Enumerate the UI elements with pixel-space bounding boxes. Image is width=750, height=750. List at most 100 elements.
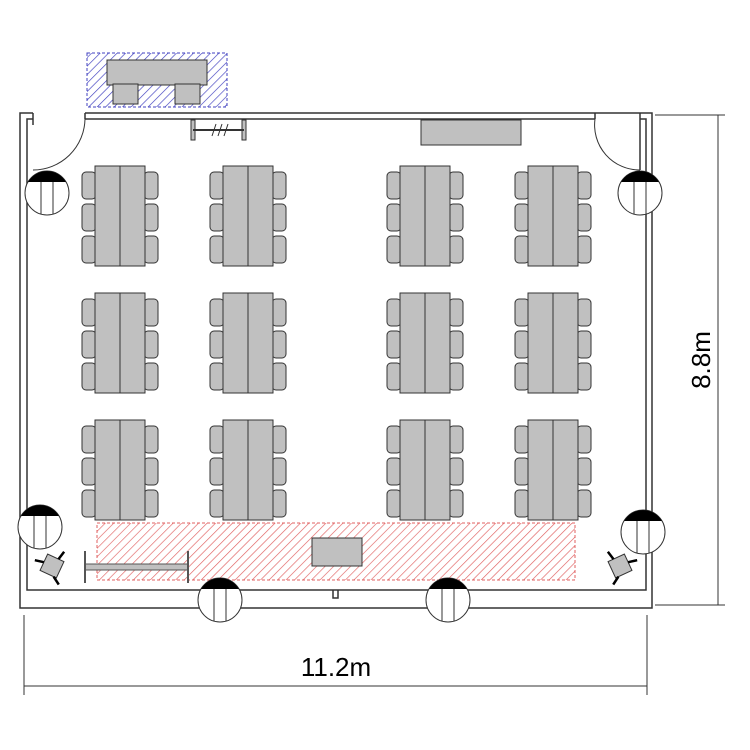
chair [271,330,287,359]
chair [386,330,402,359]
table-group [81,292,159,394]
chair [271,235,287,264]
dimension-width [23,615,648,695]
chair [81,203,97,232]
chair [514,298,530,327]
chair [448,489,464,518]
chair [209,171,225,200]
chair [386,457,402,486]
chair [271,298,287,327]
chair [143,457,159,486]
table [552,165,579,267]
chair [386,235,402,264]
chair [143,489,159,518]
table [119,165,146,267]
table-group [514,419,592,521]
table [424,419,451,521]
table [247,165,274,267]
table-group [209,419,287,521]
column [197,577,243,623]
chair [209,298,225,327]
chair [386,362,402,391]
chair [81,235,97,264]
chair [209,489,225,518]
table-group [514,165,592,267]
table [247,292,274,394]
chair [209,457,225,486]
chair [514,425,530,454]
chair [386,203,402,232]
table [119,419,146,521]
chair [81,489,97,518]
chair [209,330,225,359]
table-group [386,292,464,394]
chair [448,362,464,391]
table [527,165,554,267]
table [94,292,121,394]
chair [576,330,592,359]
chair [143,203,159,232]
table [119,292,146,394]
chair [576,362,592,391]
column [617,170,663,216]
chair [271,457,287,486]
chair [576,171,592,200]
chair [143,171,159,200]
lectern [311,537,363,567]
whiteboard [420,119,522,146]
chair [448,171,464,200]
chair [209,362,225,391]
chair [514,457,530,486]
chair [143,425,159,454]
table-groups [81,165,592,521]
chair [448,425,464,454]
dimension-depth [655,114,725,606]
walls [19,112,653,609]
chair [81,362,97,391]
chair [209,203,225,232]
coat-rack [190,119,247,141]
chair [576,298,592,327]
table-group [209,292,287,394]
chair [514,330,530,359]
width-label: 11.2m [301,652,371,682]
table [222,292,249,394]
table [552,419,579,521]
table [222,419,249,521]
chair [81,298,97,327]
chair [576,203,592,232]
chair [81,457,97,486]
chair [448,457,464,486]
chair [448,330,464,359]
depth-label: 8.8m [686,331,716,389]
reception-area [86,52,228,108]
chair [81,171,97,200]
chair [143,330,159,359]
chair [81,425,97,454]
table [399,419,426,521]
table-group [386,419,464,521]
table [424,165,451,267]
table-group [514,292,592,394]
chair [386,298,402,327]
chair [209,235,225,264]
table [247,419,274,521]
columns [17,170,666,623]
chair [514,235,530,264]
column [425,577,471,623]
chair [448,235,464,264]
chair [514,203,530,232]
chair [143,362,159,391]
speaker-right [606,551,638,586]
speaker-left [34,551,66,586]
projection-screen [84,551,189,583]
chair [576,425,592,454]
chair [514,362,530,391]
table-group [209,165,287,267]
chair [576,235,592,264]
chair [271,489,287,518]
chair [143,235,159,264]
chair [576,489,592,518]
